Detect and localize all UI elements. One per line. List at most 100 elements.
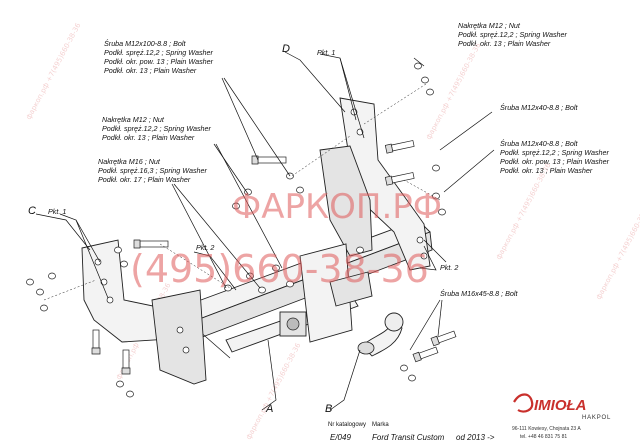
- hakpol-logo: IMIOŁA HAKPOL 96-111 Kowiesy, Chojnata 2…: [512, 393, 611, 440]
- label-nut-m16: Nakrętka M16 ; Nut Podkł. spręż.16,3 ; S…: [98, 157, 208, 184]
- leader-a: [261, 339, 277, 411]
- leader-b: [329, 349, 361, 411]
- title-block: Nr katalogowy E/049 Marka Ford Transit C…: [328, 422, 495, 442]
- label-d: D: [282, 43, 290, 55]
- label-bolt-m12x40-b: Śruba M12x40-8.8 ; Bolt Podkł. spręż.12,…: [500, 139, 610, 175]
- washer: [244, 188, 252, 196]
- pkt2-mid-label: Pkt. 2: [196, 243, 214, 252]
- bracket-d-side: [319, 145, 373, 257]
- label-nut-mid: Nakrętka M12 ; Nut Podkł. spręż.12,2 ; S…: [102, 115, 212, 142]
- bolt-m16x45-line: Śruba M16x45-8.8 ; Bolt: [440, 289, 519, 298]
- bolt: [412, 346, 439, 363]
- logo-address: 96-111 Kowiesy, Chojnata 23 A: [512, 426, 581, 432]
- diag-watermark: фаркоп.рф +7(495)660-38-36: [245, 341, 303, 441]
- leader-bolt-m12x40: [439, 111, 493, 151]
- pkt1-left-label: Pkt. 1: [48, 207, 66, 216]
- washer: [408, 374, 416, 382]
- ball-mount: [279, 243, 373, 343]
- leader-pkt1-top-2: [339, 57, 365, 139]
- nut-top-line: Nakrętka M12 ; Nut: [458, 21, 521, 30]
- washer: [116, 380, 124, 388]
- washer: [232, 202, 240, 210]
- diagonal-watermarks: фаркоп.рф +7(495)660-38-36 фаркоп.рф +7(…: [25, 21, 640, 441]
- washer: [40, 304, 48, 312]
- leader-pkt1-left-2: [75, 219, 109, 299]
- year-value: od 2013 ->: [456, 433, 495, 442]
- washer: [421, 76, 429, 84]
- label-bolt-m12x40-a: Śruba M12x40-8.8 ; Bolt: [500, 103, 579, 112]
- leader-nut-m16-2: [173, 183, 261, 289]
- nut-mid-line: Podkł. spręż.12,2 ; Spring Washer: [102, 124, 212, 133]
- leader-pkt2-right-2: [423, 239, 447, 263]
- mount-tab: [329, 271, 373, 307]
- leader-nut-mid-2: [215, 143, 283, 269]
- logo-sub: HAKPOL: [582, 415, 611, 421]
- bolt-m12x40-b-line: Śruba M12x40-8.8 ; Bolt: [500, 139, 579, 148]
- bolt: [384, 172, 415, 186]
- leader-bolt-m12x100-2: [223, 77, 291, 177]
- nut-mid-line: Nakrętka M12 ; Nut: [102, 115, 165, 124]
- bolt-m12x40-a-line: Śruba M12x40-8.8 ; Bolt: [500, 103, 579, 112]
- hook-icon: [513, 393, 534, 413]
- label-nut-top: Nakrętka M12 ; Nut Podkł. spręż.12,2 ; S…: [458, 21, 568, 48]
- assembly-axis: [159, 243, 231, 289]
- leader-pkt2-right: [419, 245, 437, 271]
- catalog-value: E/049: [330, 433, 351, 442]
- washer: [296, 186, 304, 194]
- label-a: A: [265, 403, 273, 415]
- leader-nut-m16: [171, 183, 227, 289]
- nut-m16-line: Nakrętka M16 ; Nut: [98, 157, 161, 166]
- bolt-m12x40-b-line: Podkł. okr. pow. 13 ; Plain Washer: [500, 157, 610, 166]
- socket-plate: [279, 311, 307, 337]
- logo-text: IMIOŁA: [534, 397, 587, 414]
- pkt1-top-label: Pkt. 1: [317, 48, 335, 57]
- pkt2-right-label: Pkt. 2: [440, 263, 458, 272]
- logo-tel: tel. +48 46 831 75 81: [520, 434, 567, 440]
- mount-plate: [299, 243, 353, 343]
- bolt: [384, 140, 415, 154]
- bolt: [430, 330, 457, 347]
- leader-bolt-m16x45: [409, 299, 441, 351]
- washer: [356, 246, 364, 254]
- bolt-m12x100-line: Podkł. okr. 13 ; Plain Washer: [104, 66, 197, 75]
- bracket-c-side: [151, 289, 207, 385]
- assembly-axis: [43, 279, 97, 301]
- washer: [48, 272, 56, 280]
- watermark-phone: (495)660-38-36: [130, 247, 429, 291]
- label-bolt-m12x100: Śruba M12x100-8.8 ; Bolt Podkł. spręż.12…: [104, 39, 214, 75]
- brand-label: Marka: [372, 422, 389, 428]
- label-b: B: [325, 403, 332, 415]
- washer: [272, 264, 280, 272]
- assembly-axis: [363, 83, 427, 125]
- label-bolt-m16x45: Śruba M16x45-8.8 ; Bolt: [440, 289, 519, 298]
- washer: [224, 284, 232, 292]
- bolt: [121, 349, 131, 375]
- label-c: C: [28, 205, 36, 217]
- washer: [286, 280, 294, 288]
- washer: [400, 364, 408, 372]
- bolt-m12x100-line: Podkł. okr. pow. 13 ; Plain Washer: [104, 57, 214, 66]
- washer: [120, 260, 128, 268]
- bolt-m12x40-b-line: Podkł. okr. 13 ; Plain Washer: [500, 166, 593, 175]
- nut: [414, 62, 422, 70]
- catalog-label: Nr katalogowy: [328, 422, 366, 428]
- leader-d: [284, 51, 346, 113]
- nut-m16-line: Podkł. spręż.16,3 ; Spring Washer: [98, 166, 208, 175]
- model-value: Ford Transit Custom: [372, 433, 445, 442]
- washer: [258, 286, 266, 294]
- washer: [114, 246, 122, 254]
- leader-bolt-m16x45-2: [437, 299, 443, 337]
- watermark-name: ФАРКОП.РФ: [232, 187, 442, 227]
- washer: [432, 164, 440, 172]
- leader-nut-top: [413, 57, 425, 67]
- bolt-m12x100-line: Śruba M12x100-8.8 ; Bolt: [104, 39, 187, 48]
- leader-pkt2-mid: [193, 251, 237, 291]
- nut-mid-line: Podkł. okr. 13 ; Plain Washer: [102, 133, 195, 142]
- diag-watermark: фаркоп.рф +7(495)660-38-36: [595, 201, 640, 301]
- nut-top-line: Podkł. spręż.12,2 ; Spring Washer: [458, 30, 568, 39]
- washer: [426, 88, 434, 96]
- leader-bolt-m12x100: [221, 77, 259, 161]
- fasteners: [26, 62, 457, 398]
- washer: [126, 390, 134, 398]
